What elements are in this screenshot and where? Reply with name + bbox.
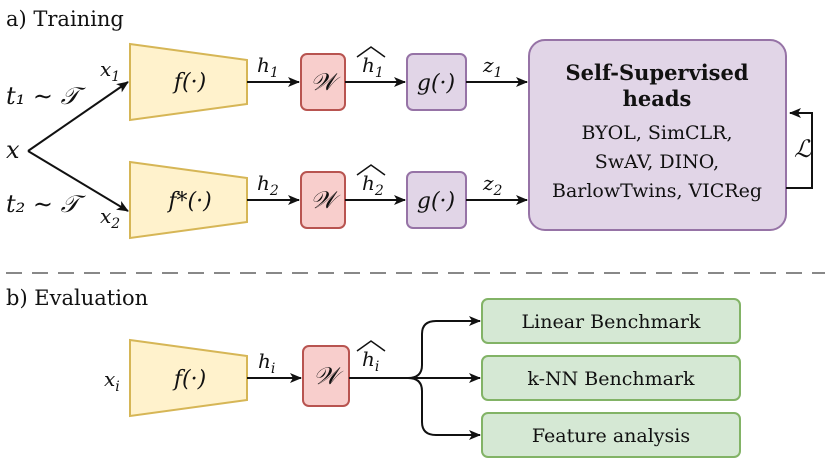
whitened-h1-label: h1 <box>362 53 384 81</box>
loss-loop-arrow <box>786 108 813 189</box>
knn-benchmark-box <box>481 355 741 401</box>
linear-benchmark-label: Linear Benchmark <box>522 311 701 333</box>
hat-h2 <box>356 164 386 176</box>
knn-benchmark-label: k-NN Benchmark <box>527 368 695 390</box>
eval-feature-label: hi <box>258 349 275 377</box>
encoder-f-label: f(·) <box>172 70 206 95</box>
feature-analysis-label: Feature analysis <box>532 425 690 447</box>
eval-encoder-shape <box>129 338 248 418</box>
hat-h1 <box>356 46 386 58</box>
eval-whitening-box <box>302 345 350 407</box>
ssl-heads-title-line2: heads <box>623 86 692 111</box>
encoder-f-star-label: f*(·) <box>166 189 211 214</box>
hat-eval <box>356 340 386 352</box>
ssl-heads-methods-line3: BarlowTwins, VICReg <box>552 180 762 202</box>
augmentation-1-label: t₁ ∼ 𝒯 <box>6 82 87 110</box>
projector-label-2: g(·) <box>417 189 455 214</box>
loss-label: ℒ <box>794 135 812 163</box>
linear-benchmark-box <box>481 298 741 344</box>
section-title-training: a) Training <box>6 7 124 31</box>
projection-z1-label: z1 <box>482 53 502 81</box>
ssl-heads-methods-line2: SwAV, DINO, <box>595 151 719 173</box>
encoder-f-shape <box>129 42 248 122</box>
ssl-heads-methods-line1: BYOL, SimCLR, <box>581 122 732 144</box>
arrow-input-to-view1 <box>27 81 129 152</box>
feature-h1-label: h1 <box>257 53 279 81</box>
augmentation-2-label: t₂ ∼ 𝒯 <box>6 190 87 218</box>
ssl-heads-title-line1: Self-Supervised <box>565 60 748 85</box>
eval-input-label: xi <box>104 367 120 395</box>
feature-analysis-box <box>481 412 741 458</box>
training-input-label: x <box>6 136 20 164</box>
view1-label: x1 <box>100 57 120 85</box>
eval-whitened-label: hi <box>362 347 379 375</box>
eval-encoder-label: f(·) <box>172 367 206 392</box>
arrow-to-feature-analysis <box>407 377 481 440</box>
whitened-h2-label: h2 <box>362 171 384 199</box>
projector-label-1: g(·) <box>417 71 455 96</box>
feature-h2-label: h2 <box>257 171 279 199</box>
encoder-f-star-shape <box>129 160 248 240</box>
view2-label: x2 <box>100 204 120 232</box>
ssl-heads-box <box>528 39 787 231</box>
projection-z2-label: z2 <box>482 171 503 199</box>
arrow-input-to-view2 <box>27 150 129 212</box>
section-title-evaluation: b) Evaluation <box>6 286 148 310</box>
arrow-to-linear-benchmark <box>407 316 481 379</box>
